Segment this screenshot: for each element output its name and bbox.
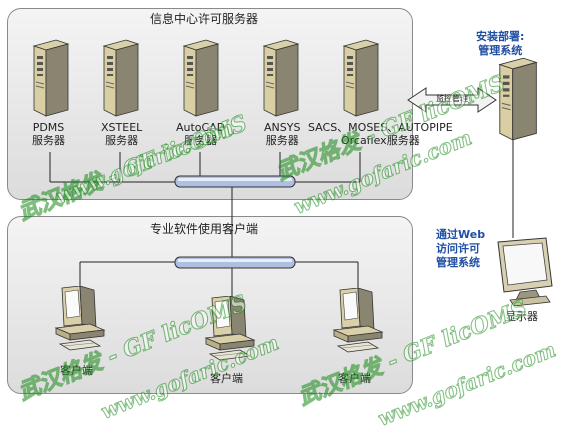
- server-icon: [182, 39, 220, 117]
- deploy-label: 安装部署:管理系统: [476, 30, 525, 57]
- client-label: 客户端: [210, 372, 243, 385]
- server-icon: [262, 39, 300, 117]
- network-bus-top: [174, 175, 296, 188]
- monitor-link-label: 监控管理: [436, 94, 468, 103]
- client-label: 客户端: [338, 372, 371, 385]
- management-server-icon: [498, 57, 538, 141]
- network-bus-bottom: [174, 256, 296, 269]
- display-label: 显示器: [505, 310, 538, 323]
- network-lines: [49, 87, 514, 302]
- client-computer-icon: [54, 286, 106, 351]
- monitor-link-arrow: [407, 87, 497, 113]
- server-icon: [102, 39, 140, 117]
- server-icon: [32, 39, 70, 117]
- client-panel-title: 专业软件使用客户端: [150, 222, 259, 236]
- server-icon: [342, 39, 380, 117]
- client-label: 客户端: [60, 364, 93, 377]
- monitor-icon: [497, 237, 553, 306]
- license-server-panel-title: 信息中心许可服务器: [150, 12, 259, 26]
- client-computer-icon: [332, 288, 384, 353]
- client-computer-icon: [204, 296, 256, 361]
